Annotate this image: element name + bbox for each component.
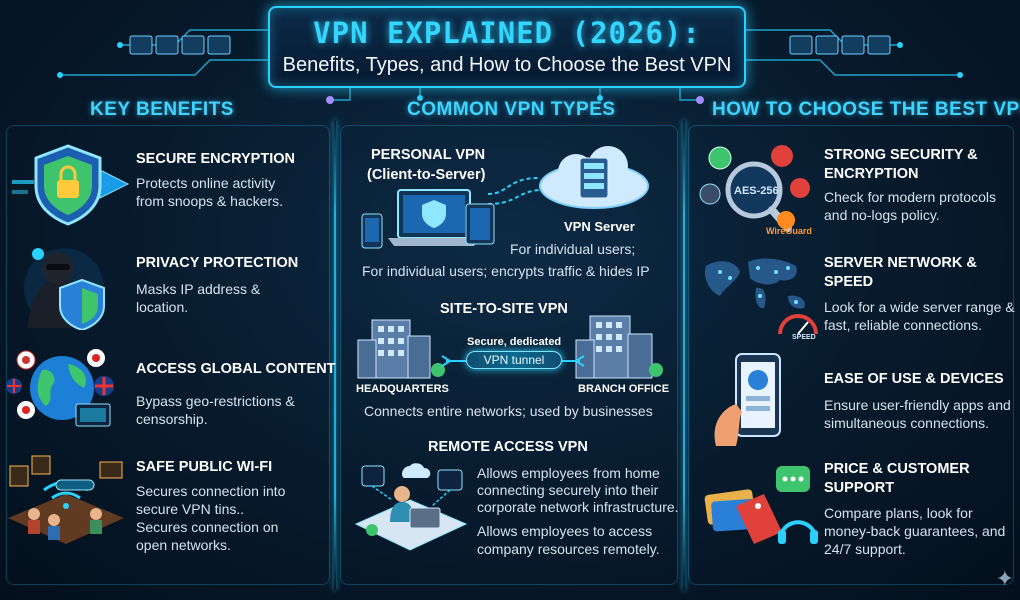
- divider-left: [334, 120, 336, 590]
- remote-desc-line: Allows employees from home: [477, 465, 660, 481]
- benefit-title: ACCESS GLOBAL CONTENT: [136, 361, 336, 377]
- choose-desc-line: fast, reliable connections.: [824, 317, 982, 333]
- choose-desc-line: and no-logs policy.: [824, 207, 940, 223]
- choose-panel: [688, 125, 1014, 585]
- choose-server-network: SPEED SERVER NETWORK & SPEED Look for a …: [696, 248, 1016, 344]
- choose-desc-line: money-back guarantees, and: [824, 523, 1006, 539]
- cards-headset-icon: [704, 466, 818, 544]
- benefit-desc-line: Secures connection on: [136, 519, 279, 535]
- world-map-speed-icon: [704, 258, 818, 335]
- speed-badge: SPEED: [792, 334, 816, 341]
- page-subtitle: Benefits, Types, and How to Choose the B…: [282, 54, 732, 76]
- choose-title: EASE OF USE & DEVICES: [824, 371, 1004, 387]
- choose-title-2: ENCRYPTION: [824, 166, 919, 182]
- benefit-title: SECURE ENCRYPTION: [136, 151, 295, 167]
- server-rack-graphic-right: [789, 35, 891, 55]
- aes-256-badge: AES-256: [734, 185, 779, 197]
- sparkle-icon: ✦: [995, 566, 1014, 591]
- types-panel: [340, 125, 678, 585]
- benefit-desc-line: Masks IP address &: [136, 281, 261, 297]
- choose-ease-of-use: EASE OF USE & DEVICES Ensure user-friend…: [696, 350, 1016, 450]
- choose-strong-security: AES-256 WireGuard STRONG SECURITY & ENCR…: [696, 140, 1016, 240]
- benefit-desc-line: location.: [136, 299, 189, 315]
- remote-desc-line: company resources remotely.: [477, 541, 660, 557]
- cafe-wifi-icon: [8, 455, 124, 544]
- personal-vpn-subtitle: (Client-to-Server): [367, 167, 486, 183]
- benefit-secure-encryption: SECURE ENCRYPTION Protects online activi…: [8, 140, 330, 230]
- choose-desc-line: simultaneous connections.: [824, 415, 989, 431]
- choose-desc-line: 24/7 support.: [824, 541, 906, 557]
- site-to-site-title: SITE-TO-SITE VPN: [440, 301, 568, 317]
- choose-desc-line: Check for modern protocols: [824, 189, 996, 205]
- choose-title: SERVER NETWORK &: [824, 255, 977, 271]
- benefit-title: SAFE PUBLIC WI-FI: [136, 459, 273, 475]
- phone-hand-icon: [714, 353, 781, 446]
- benefit-safe-public-wifi: SAFE PUBLIC WI-FI Secures connection int…: [4, 448, 330, 558]
- benefit-desc-line: from snoops & hackers.: [136, 193, 284, 209]
- wireguard-badge: WireGuard: [766, 226, 812, 236]
- benefit-privacy-protection: PRIVACY PROTECTION Masks IP address & lo…: [8, 240, 330, 330]
- shield-lock-icon: [12, 144, 130, 226]
- benefit-desc-line: Protects online activity: [136, 175, 276, 191]
- benefit-desc-line: open networks.: [136, 537, 231, 553]
- branch-office-label: BRANCH OFFICE: [578, 383, 670, 395]
- benefits-panel: [6, 125, 330, 585]
- headquarters-label: HEADQUARTERS: [356, 383, 449, 395]
- remote-desc-line: connecting securely into their: [477, 482, 659, 498]
- title-banner: VPN EXPLAINED (2026): Benefits, Types, a…: [268, 6, 746, 88]
- heading-key-benefits: KEY BENEFITS: [90, 99, 234, 120]
- remote-desc-line: Allows employees to access: [477, 523, 653, 539]
- remote-desc-line: corporate network infrastructure.: [477, 499, 679, 515]
- benefit-desc-line: secure VPN tins..: [136, 501, 245, 517]
- benefit-desc-line: Bypass geo-restrictions &: [136, 393, 295, 409]
- personal-vpn-desc-full: For individual users; encrypts traffic &…: [362, 263, 650, 279]
- choose-title: STRONG SECURITY &: [824, 147, 978, 163]
- heading-vpn-types: COMMON VPN TYPES: [407, 99, 616, 120]
- globe-flags-icon: [6, 349, 114, 427]
- personal-vpn-desc: For individual users;: [510, 241, 636, 257]
- remote-access-title: REMOTE ACCESS VPN: [428, 439, 588, 455]
- choose-title: PRICE & CUSTOMER: [824, 461, 970, 477]
- choose-price-support: PRICE & CUSTOMER SUPPORT Compare plans, …: [696, 456, 1016, 566]
- page-title: VPN EXPLAINED (2026):: [313, 16, 701, 50]
- site-to-site-desc: Connects entire networks; used by busine…: [364, 403, 653, 419]
- benefit-desc-line: Secures connection into: [136, 483, 286, 499]
- vpn-tunnel-label: VPN tunnel: [466, 351, 562, 369]
- benefit-access-global-content: ACCESS GLOBAL CONTENT Bypass geo-restric…: [4, 342, 336, 432]
- benefit-title: PRIVACY PROTECTION: [136, 255, 299, 271]
- secure-dedicated-label: Secure, dedicated: [467, 336, 562, 348]
- heading-how-to-choose: HOW TO CHOOSE THE BEST VPN: [712, 99, 1020, 120]
- choose-desc-line: Compare plans, look for: [824, 505, 973, 521]
- benefit-desc-line: censorship.: [136, 411, 208, 427]
- hacker-shield-icon: [24, 248, 105, 330]
- divider-right: [683, 120, 685, 590]
- choose-title-2: SPEED: [824, 274, 874, 290]
- magnifier-protocols-icon: [699, 145, 810, 232]
- choose-title-2: SUPPORT: [824, 480, 895, 496]
- choose-desc-line: Ensure user-friendly apps and: [824, 397, 1011, 413]
- personal-vpn-title: PERSONAL VPN: [371, 147, 486, 163]
- vpn-server-label: VPN Server: [564, 219, 635, 234]
- choose-desc-line: Look for a wide server range &: [824, 299, 1015, 315]
- server-rack-graphic: [129, 35, 231, 55]
